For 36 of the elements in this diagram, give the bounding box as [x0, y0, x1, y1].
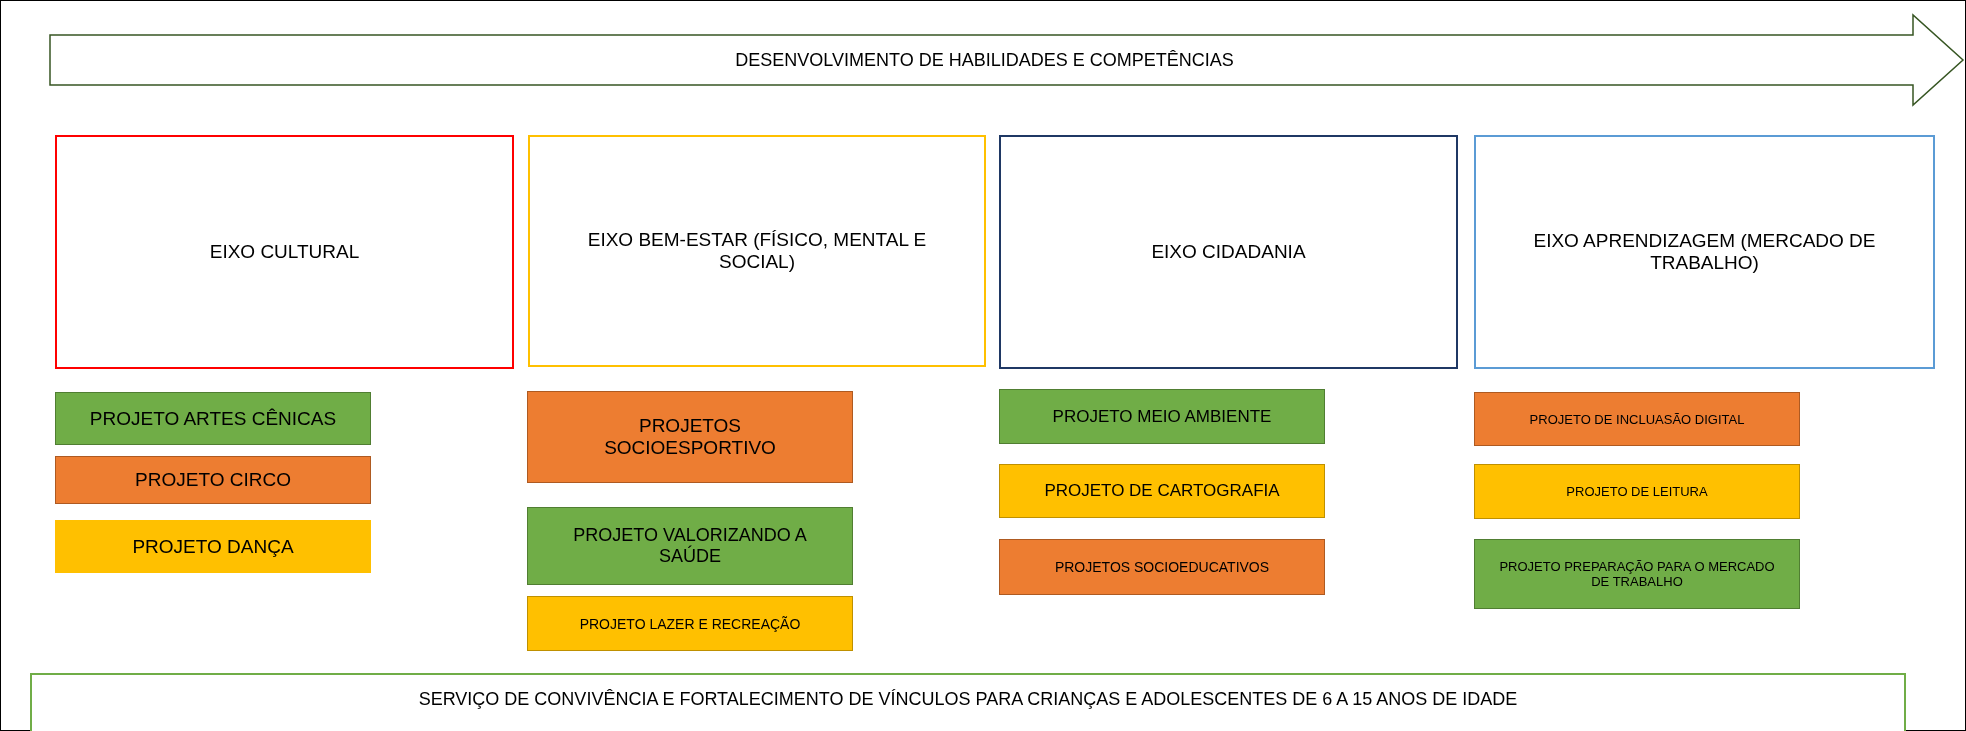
project-label: PROJETO CIRCO: [135, 469, 291, 491]
project-label: PROJETO LAZER E RECREAÇÃO: [579, 615, 801, 632]
project-box: [55, 520, 371, 573]
project-label: PROJETO DE INCLUASÃO DIGITAL: [1529, 411, 1745, 427]
project-label: PROJETOS SOCIOEDUCATIVOS: [1054, 559, 1270, 575]
heading-label: EIXO CULTURAL: [209, 241, 360, 263]
axis-box: [528, 135, 986, 367]
heading-label: SERVIÇO DE CONVIVÊNCIA E FORTALECIMENTO DE VÍNCULOS PARA CRIANÇAS E ADOLESCENTES DE 6 A 15 ANOS DE IDADE: [418, 689, 1518, 710]
heading-label: EIXO APRENDIZAGEM (MERCADO DE TRABALHO): [1532, 230, 1877, 274]
axis-box: [55, 135, 514, 369]
project-box: [999, 389, 1325, 444]
project-label: PROJETO ARTES CÊNICAS: [89, 407, 337, 430]
project-box: [527, 596, 853, 651]
service-band: [30, 673, 1906, 731]
project-box: [999, 464, 1325, 518]
project-box: [1474, 464, 1800, 519]
project-label: PROJETOS SOCIOESPORTIVO: [603, 415, 777, 459]
project-label: PROJETO DE LEITURA: [1566, 484, 1708, 499]
project-label: PROJETO MEIO AMBIENTE: [1052, 406, 1272, 427]
banner-arrow: [50, 15, 1963, 105]
heading-label: EIXO BEM-ESTAR (FÍSICO, MENTAL E SOCIAL): [586, 229, 928, 273]
project-box: [55, 456, 371, 504]
heading-label: DESENVOLVIMENTO DE HABILIDADES E COMPETÊNCIAS: [735, 49, 1234, 71]
axis-box: [1474, 135, 1935, 369]
project-box: [1474, 392, 1800, 446]
project-box: [55, 392, 371, 445]
project-box: [527, 391, 853, 483]
project-box: [1474, 539, 1800, 609]
heading-label: EIXO CIDADANIA: [1151, 241, 1306, 263]
project-box: [999, 539, 1325, 595]
project-box: [527, 507, 853, 585]
project-label: PROJETO PREPARAÇÃO PARA O MERCADO DE TRABALHO: [1498, 559, 1776, 589]
project-label: PROJETO VALORIZANDO A SAÚDE: [572, 525, 808, 567]
project-label: PROJETO DE CARTOGRAFIA: [1044, 481, 1280, 501]
axis-box: [999, 135, 1458, 369]
project-label: PROJETO DANÇA: [132, 535, 294, 558]
